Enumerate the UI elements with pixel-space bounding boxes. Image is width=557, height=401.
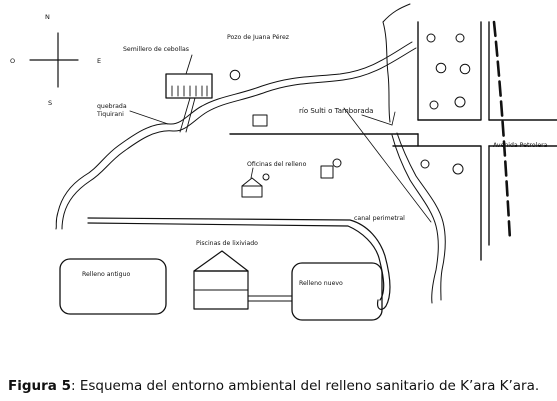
piscinas-label: Piscinas de lixiviado — [196, 240, 258, 247]
semillero: Semillero de cebollas — [123, 46, 213, 133]
pozo-label: Pozo de Juana Pérez — [227, 33, 289, 41]
tree-icon — [454, 96, 466, 108]
tree-icon — [435, 62, 447, 74]
piscinas: Piscinas de lixiviado — [193, 240, 293, 310]
quebrada-label-2: Tiquirani — [96, 111, 124, 118]
compass-south: S — [48, 99, 52, 107]
figure-caption: Figura 5: Esquema del entorno ambiental … — [8, 378, 553, 394]
canal-perimetral: canal perimetral — [87, 215, 405, 310]
relleno-nuevo: Relleno nuevo — [291, 262, 383, 321]
rio-sulti: río Sulti o Tamborada — [299, 3, 446, 304]
quebrada-label-1: quebrada — [97, 103, 127, 110]
compass-west: O — [10, 57, 15, 65]
tree-icon — [420, 159, 430, 169]
relleno-antiguo-label: Relleno antiguo — [82, 271, 130, 278]
environment-sketch-map: N S E O Semillero de cebollas Pozo de Ju… — [10, 3, 557, 321]
caption-label: Figura 5 — [8, 378, 71, 394]
tree-icon — [332, 158, 342, 168]
quebrada-leader — [129, 110, 169, 125]
caption-colon: : — [71, 378, 80, 394]
canal-label: canal perimetral — [354, 215, 405, 222]
tree-icon — [429, 100, 439, 110]
relleno-antiguo: Relleno antiguo — [59, 258, 167, 315]
semillero-plot — [165, 73, 213, 99]
roads — [229, 20, 557, 261]
tree-icon — [262, 173, 270, 181]
pozo-marker — [229, 69, 241, 81]
small-structure — [252, 114, 268, 127]
semillero-ditch-right — [185, 97, 196, 133]
semillero-ditch-left — [179, 97, 191, 133]
oficinas-house-icon — [241, 177, 263, 198]
relleno-nuevo-label: Relleno nuevo — [299, 280, 343, 287]
relleno-antiguo-area — [59, 258, 167, 315]
oficinas-label: Oficinas del relleno — [247, 161, 307, 168]
compass-north: N — [45, 13, 50, 21]
piscinas-roof — [193, 250, 249, 272]
pozo: Pozo de Juana Pérez — [227, 33, 289, 81]
quebrada-label-group: quebrada Tiquirani — [96, 103, 169, 125]
semillero-leader — [185, 54, 193, 75]
oficinas: Oficinas del relleno — [241, 161, 334, 198]
tree-icon — [455, 33, 465, 43]
diagonal-leader — [343, 107, 432, 223]
quebrada-tiquirani — [55, 41, 417, 230]
compass-rose: N S E O — [10, 13, 101, 107]
rio-label: río Sulti o Tamborada — [299, 107, 373, 115]
relleno-nuevo-area — [291, 262, 383, 321]
rio-leader — [361, 114, 393, 126]
tree-icon — [452, 163, 464, 175]
oficinas-building — [320, 165, 334, 179]
tree-icon — [426, 33, 436, 43]
trees — [262, 33, 471, 181]
tree-icon — [459, 63, 471, 75]
compass-east: E — [97, 57, 101, 65]
semillero-label: Semillero de cebollas — [123, 46, 189, 53]
caption-text: Esquema del entorno ambiental del rellen… — [79, 378, 540, 394]
avenida-label: Avenida Petrolera — [493, 142, 548, 149]
semillero-rows — [171, 85, 208, 97]
